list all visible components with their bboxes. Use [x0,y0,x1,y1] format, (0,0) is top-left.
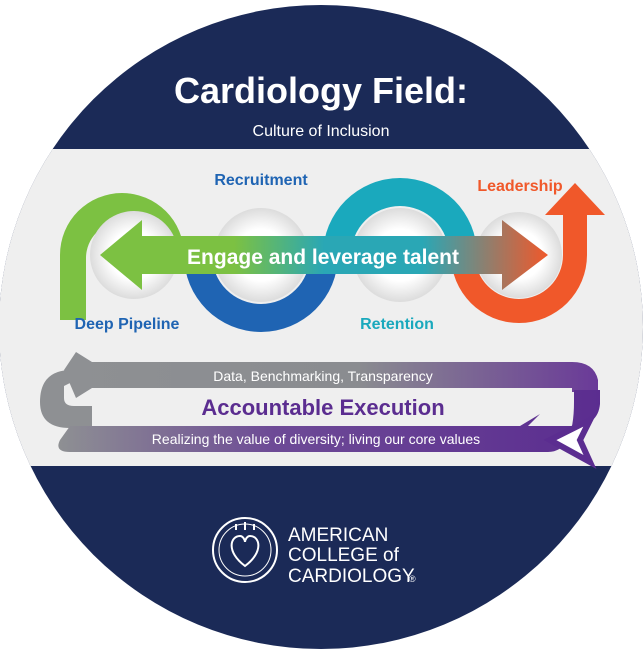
heart-seal-icon [212,517,278,583]
execution-loop-top-arrow [64,352,598,398]
engage-arrow-label: Engage and leverage talent [187,246,459,269]
recruitment-label: Recruitment [214,172,308,189]
execution-loop-bottom-arrow [58,390,600,452]
logo-line-american: AMERICAN [288,525,388,546]
page-title: Cardiology Field: [174,70,468,111]
deep-pipeline-label: Deep Pipeline [75,316,180,333]
retention-label: Retention [360,316,434,333]
execution-title: Accountable Execution [201,395,444,420]
logo-line-cardiology: CARDIOLOGY [288,566,415,587]
leadership-label: Leadership [477,178,563,195]
execution-loop-left-side [40,370,92,428]
execution-top-text: Data, Benchmarking, Transparency [213,368,432,384]
logo-line-college: COLLEGE of [288,545,400,566]
execution-loop-end-arrowhead [543,413,597,469]
orange-wave-segment [451,183,605,323]
execution-bottom-text: Realizing the value of diversity; living… [152,431,480,447]
blue-wave-segment [184,255,338,332]
page-subtitle: Culture of Inclusion [253,123,390,140]
teal-wave-segment [323,178,477,255]
engage-double-arrow [100,220,548,290]
logo-registered-mark: ® [409,574,416,584]
